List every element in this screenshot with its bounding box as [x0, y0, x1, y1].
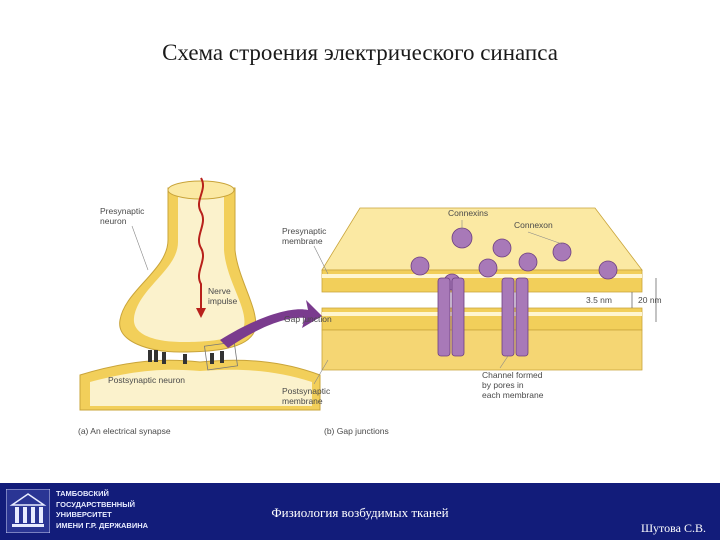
university-name: ТАМБОВСКИЙ ГОСУДАРСТВЕННЫЙ УНИВЕРСИТЕТ И… [56, 489, 149, 530]
connexins-label: Connexins [448, 208, 488, 218]
magnification-arrow [220, 300, 322, 348]
university-logo-icon [6, 489, 50, 533]
electrical-synapse-caption: (a) An electrical synapse [78, 426, 171, 436]
gap-junction-label: Gap junction [284, 314, 332, 324]
width-20nm-label: 20 nm [638, 295, 662, 305]
page-title: Схема строения электрического синапса [162, 40, 558, 65]
enlarged-area-box [204, 341, 238, 371]
connexon-channels [437, 277, 529, 357]
connexon-flowers [410, 227, 618, 291]
course-title: Физиология возбудимых тканей [271, 505, 449, 520]
gap-junctions-caption: (b) Gap junctions [324, 426, 389, 436]
footer-bar: ТАМБОВСКИЙ ГОСУДАРСТВЕННЫЙ УНИВЕРСИТЕТ И… [0, 483, 720, 540]
gap-junction-channels [148, 350, 224, 364]
connexon-label: Connexon [514, 220, 553, 230]
postsynaptic-neuron-label: Postsynaptic neuron [108, 375, 185, 385]
postsynaptic-membrane-slab [321, 307, 643, 331]
nerve-impulse-arrow [198, 177, 204, 310]
author-name: Шутова С.В. [640, 521, 706, 535]
width-3-5nm-label: 3.5 nm [586, 295, 612, 305]
